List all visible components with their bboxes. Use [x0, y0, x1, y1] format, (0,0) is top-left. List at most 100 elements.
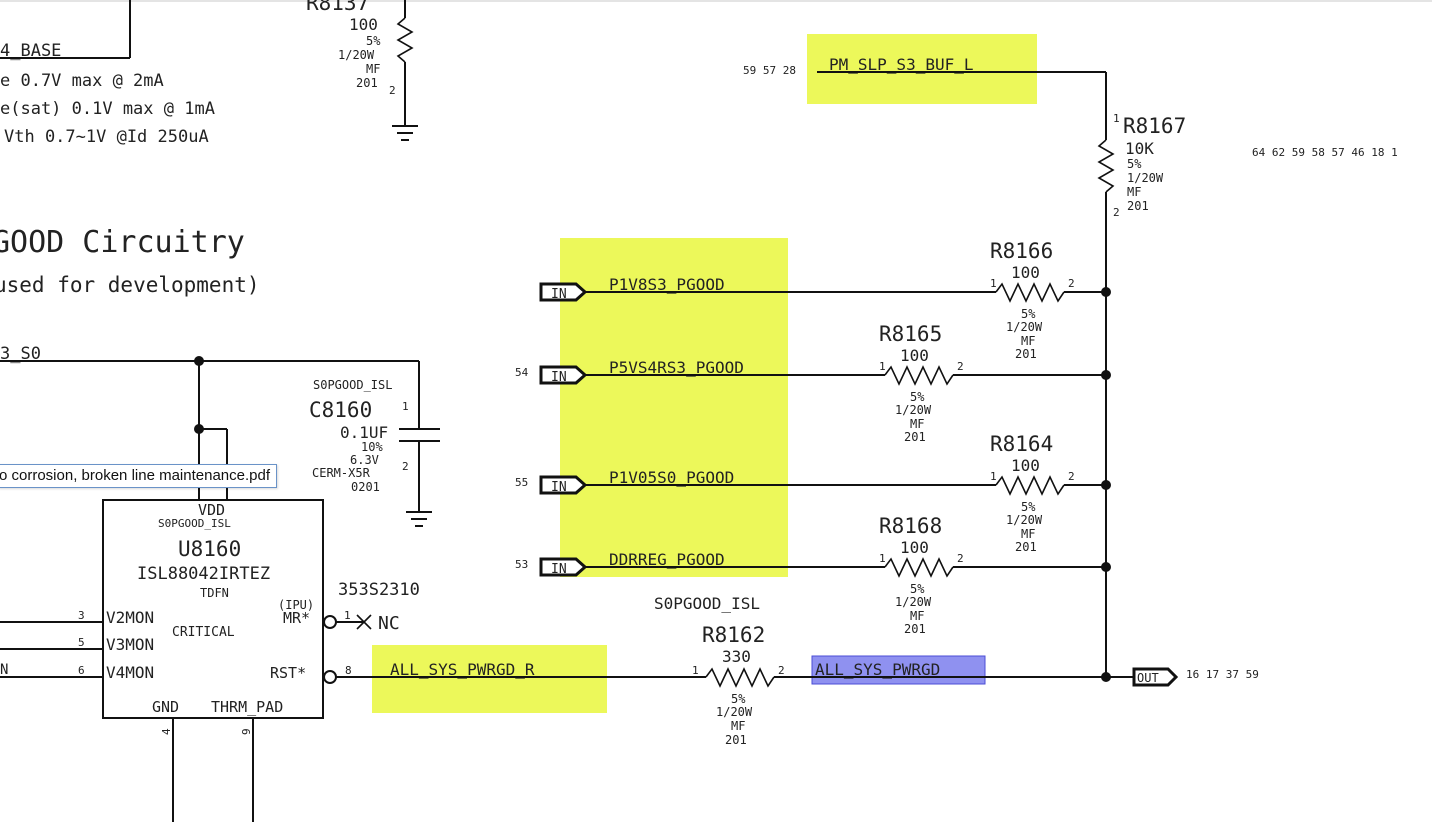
- junction: [1101, 480, 1111, 490]
- row-res-pin2: 2: [957, 552, 964, 565]
- c8160-pin1: 1: [402, 400, 409, 413]
- r8162-pin1: 1: [692, 664, 699, 677]
- left-net-fragment: N: [0, 662, 8, 678]
- c8160-type: CERM-X5R: [312, 466, 371, 480]
- resistor-r8162[interactable]: R8162 330 1 2 5% 1/20W MF 201: [692, 623, 785, 747]
- pin-v3mon: V3MON: [106, 635, 154, 654]
- r8162-type: MF: [731, 719, 745, 733]
- row-resistor-zigzag: [995, 282, 1065, 303]
- pin-mr: MR*: [283, 609, 310, 627]
- row-res-type: MF: [1021, 527, 1035, 541]
- row-res-pkg: 201: [1015, 540, 1037, 554]
- r8137-power: 1/20W: [338, 48, 375, 62]
- highlight-all-sys-pwrgd-r: [372, 645, 607, 713]
- r8167-power: 1/20W: [1127, 171, 1164, 185]
- r8162-zigzag: [705, 667, 775, 688]
- row-res-type: MF: [910, 609, 924, 623]
- in-port-arrow-icon: [539, 557, 588, 577]
- row-res-pin1: 1: [879, 552, 886, 565]
- r8167-value: 10K: [1125, 139, 1154, 158]
- pdf-tooltip: o corrosion, broken line maintenance.pdf: [0, 464, 277, 488]
- r8162-ref: R8162: [702, 623, 765, 647]
- row-net-name: DDRREG_PGOOD: [609, 550, 725, 569]
- pin-num-gnd: 4: [160, 728, 173, 735]
- row-res-power: 1/20W: [1006, 513, 1043, 527]
- row-res-value: 100: [1011, 456, 1040, 475]
- in-port-label: IN: [551, 370, 567, 385]
- pin-num-v3mon: 5: [78, 636, 85, 649]
- junction: [1101, 672, 1111, 682]
- in-port-label: IN: [551, 480, 567, 495]
- r8137-value: 100: [349, 15, 378, 34]
- capacitor-c8160[interactable]: S0PGOOD_ISL 1 C8160 0.1UF 10% 6.3V 2 CER…: [309, 378, 440, 527]
- note-line-1: e 0.7V max @ 2mA: [0, 71, 164, 91]
- row-res-value: 100: [1011, 263, 1040, 282]
- note-line-3: Vth 0.7~1V @Id 250uA: [4, 127, 209, 147]
- r8162-value: 330: [722, 647, 751, 666]
- c8160-pin2: 2: [402, 460, 409, 473]
- out-port-arrow-icon: [1132, 667, 1179, 687]
- out-port[interactable]: OUT 16 17 37 59: [1132, 667, 1259, 687]
- row-res-type: MF: [1021, 334, 1035, 348]
- row-net-name: P5VS4RS3_PGOOD: [609, 358, 744, 377]
- row-res-pkg: 201: [904, 622, 926, 636]
- ic-u8160[interactable]: VDD S0PGOOD_ISL U8160 ISL88042IRTEZ TDFN…: [0, 499, 706, 822]
- c8160-ref: C8160: [309, 398, 372, 422]
- u8160-part: ISL88042IRTEZ: [137, 564, 270, 584]
- row-resistor-zigzag: [884, 365, 954, 386]
- row-res-ref: R8166: [990, 239, 1053, 263]
- note-line-2: e(sat) 0.1V max @ 1mA: [0, 99, 215, 119]
- pin-v2mon: V2MON: [106, 608, 154, 627]
- r8162-pin2: 2: [778, 664, 785, 677]
- r8167-type: MF: [1127, 185, 1141, 199]
- resistor-r8137[interactable]: R8137 100 5% 1/20W MF 201 2: [306, 0, 418, 141]
- row-res-tol: 5%: [1021, 500, 1036, 514]
- pm-net-refs: 59 57 28: [743, 64, 796, 77]
- r8137-pkg: 201: [356, 76, 378, 90]
- u8160-ref: U8160: [178, 537, 241, 561]
- in-port-label: IN: [551, 562, 567, 577]
- junction: [1101, 562, 1111, 572]
- section-subtitle: used for development): [0, 273, 260, 297]
- u8160-body: [102, 499, 324, 719]
- row-res-ref: R8165: [879, 322, 942, 346]
- row-res-pin2: 2: [1068, 277, 1075, 290]
- in-port-arrow-icon: [539, 475, 588, 495]
- in-port-arrow-icon: [539, 365, 588, 385]
- r8137-tol: 5%: [366, 34, 381, 48]
- c8160-tol: 10%: [361, 440, 383, 454]
- row-resistor-zigzag: [884, 557, 954, 578]
- pin-num-rst: 8: [345, 664, 352, 677]
- resistor-r8167[interactable]: 1 R8167 10K 5% 1/20W MF 201 2 64 62 59 5…: [1097, 112, 1398, 219]
- row-res-pin1: 1: [879, 360, 886, 373]
- row-resistor-zigzag: [995, 475, 1065, 496]
- r8137-type: MF: [366, 62, 380, 76]
- r8167-pin1: 1: [1113, 112, 1120, 125]
- row-net-name: P1V05S0_PGOOD: [609, 468, 734, 487]
- highlight-pm-slp: [807, 34, 1037, 104]
- pm-net-name: PM_SLP_S3_BUF_L: [829, 55, 974, 74]
- net-all-sys-pwrgd[interactable]: ALL_SYS_PWRGD: [815, 660, 940, 679]
- rail-net-label: 3_S0: [0, 344, 41, 364]
- r8162-power: 1/20W: [716, 705, 753, 719]
- net-all-sys-pwrgd-r: ALL_SYS_PWRGD_R: [390, 660, 535, 679]
- row-res-value: 100: [900, 346, 929, 365]
- selection-all-sys-pwrgd[interactable]: [811, 655, 986, 685]
- pin-v4mon: V4MON: [106, 663, 154, 682]
- row-res-pin1: 1: [990, 277, 997, 290]
- u8160-partno: 353S2310: [338, 580, 420, 600]
- pin-mr-bubble: [323, 615, 337, 629]
- c8160-value: 0.1UF: [340, 423, 388, 442]
- u8160-vdd-net: S0PGOOD_ISL: [158, 517, 231, 530]
- out-port-refs: 16 17 37 59: [1186, 668, 1259, 681]
- row-res-pin2: 2: [1068, 470, 1075, 483]
- in-port-label: IN: [551, 287, 567, 302]
- u8160-critical: CRITICAL: [172, 625, 235, 640]
- r8137-ref: R8137: [306, 0, 369, 15]
- row-res-ref: R8164: [990, 432, 1053, 456]
- u8160-pkg: TDFN: [200, 586, 229, 600]
- junction: [1101, 370, 1111, 380]
- row-res-pin1: 1: [990, 470, 997, 483]
